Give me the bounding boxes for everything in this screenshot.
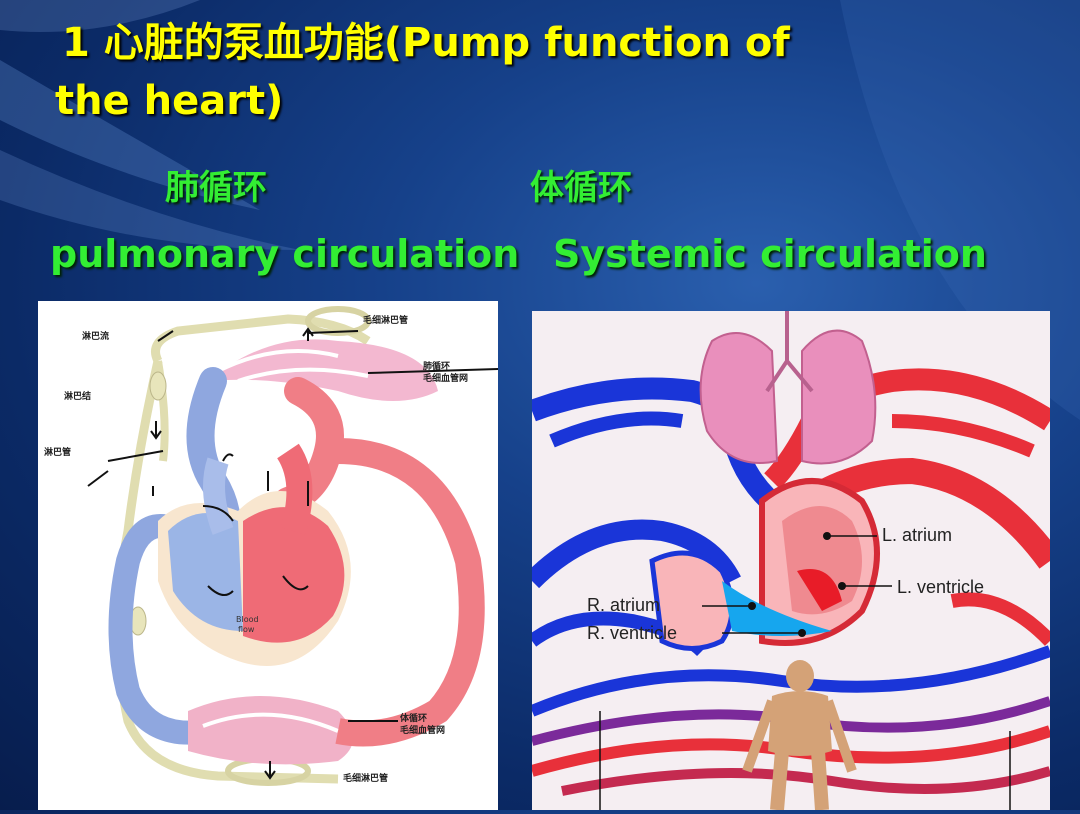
pulmonary-label-en: pulmonary circulation	[50, 232, 520, 276]
slide-title-line-2: the heart)	[55, 78, 284, 124]
label-lymph-flow: 淋巴流	[82, 332, 110, 342]
label-pulmonary-capillary-2: 毛细血管网	[423, 374, 469, 384]
systemic-label-cn: 体循环	[530, 168, 632, 208]
label-lymph-vessel: 淋巴管	[44, 448, 72, 458]
pulmonary-label-cn: 肺循环	[165, 168, 267, 208]
label-blood-flow-2: flow	[238, 625, 255, 634]
label-r-ventricle: R. ventricle	[587, 623, 678, 643]
label-l-ventricle: L. ventricle	[897, 577, 985, 597]
label-blood-flow-1: Blood	[236, 615, 259, 624]
label-systemic-capillary-2: 毛细血管网	[400, 726, 446, 736]
label-l-atrium: L. atrium	[882, 525, 953, 545]
circulation-diagram	[87, 306, 499, 786]
slide-title-line-1: 1 心脏的泵血功能(Pump function of	[62, 20, 790, 66]
label-systemic-capillary-1: 体循环	[400, 714, 428, 724]
label-r-atrium: R. atrium	[587, 595, 661, 615]
systemic-diagram	[524, 311, 1061, 811]
label-lymph-node: 淋巴结	[64, 392, 92, 402]
pulmonary-circulation-figure: 淋巴流 淋巴结 淋巴管 毛细淋巴管 肺循环 毛细血管网 体循环 毛细血管网 毛细…	[38, 301, 499, 810]
label-capillary-lymph-bottom: 毛细淋巴管	[343, 774, 389, 784]
systemic-label-en: Systemic circulation	[553, 232, 987, 276]
label-capillary-lymph-top: 毛细淋巴管	[363, 316, 409, 326]
systemic-circulation-figure: L. atrium L. ventricle R. atrium R. vent…	[524, 311, 1061, 811]
label-pulmonary-capillary-1: 肺循环	[423, 362, 451, 372]
